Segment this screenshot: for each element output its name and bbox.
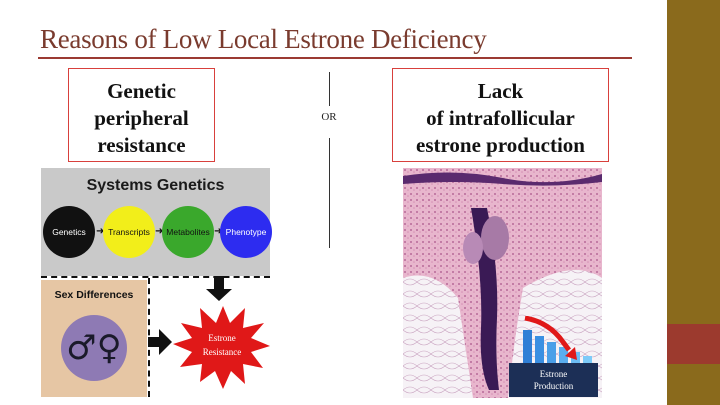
- node-label: Phenotype: [225, 227, 267, 237]
- divider-top: [329, 72, 330, 106]
- arrow-right-icon: ➜: [155, 226, 164, 237]
- estrone-production-box: Lack of intrafollicular estrone producti…: [392, 68, 609, 162]
- declining-bar-chart-icon: [523, 316, 592, 364]
- node-transcripts: Transcripts: [103, 206, 155, 258]
- down-arrow-icon: [206, 276, 232, 301]
- starburst-line-1: Estrone: [208, 333, 236, 343]
- systems-genetics-panel: Systems Genetics Genetics ➜ Transcripts …: [41, 168, 272, 276]
- box-line: peripheral: [94, 106, 189, 130]
- node-label: Metabolites: [166, 227, 210, 237]
- estrone-line-1: Estrone: [539, 369, 568, 379]
- node-label: Transcripts: [108, 227, 150, 237]
- estrone-line-2: Production: [533, 381, 574, 391]
- arrow-right-icon: ➜: [214, 226, 223, 237]
- arrow-right-icon: ➜: [96, 226, 105, 237]
- node-label: Genetics: [52, 227, 86, 237]
- slide-title: Reasons of Low Local Estrone Deficiency: [40, 24, 487, 54]
- male-female-symbol-icon: ♂♀: [61, 315, 127, 381]
- estrone-starburst: [173, 306, 270, 389]
- dashed-divider-horizontal: [41, 276, 270, 278]
- starburst-line-2: Resistance: [203, 347, 242, 357]
- node-metabolites: Metabolites: [162, 206, 214, 258]
- sex-symbols: ♂♀: [66, 328, 122, 368]
- title-rule: [38, 57, 632, 59]
- box-line: resistance: [97, 133, 186, 157]
- node-phenotype: Phenotype: [220, 206, 272, 258]
- or-label: OR: [321, 111, 337, 123]
- side-band-red: [667, 324, 720, 364]
- sex-differences-panel: Sex Differences ♂♀: [41, 280, 147, 397]
- box-line: Lack: [477, 79, 524, 103]
- systems-genetics-figure: Systems Genetics Genetics ➜ Transcripts …: [41, 168, 272, 397]
- systems-genetics-overlay: Estrone Resistance: [148, 276, 270, 389]
- right-arrow-icon: [148, 329, 172, 355]
- sex-differences-title: Sex Differences: [54, 289, 134, 301]
- box-line: of intrafollicular: [426, 106, 575, 130]
- genetic-resistance-box: Genetic peripheral resistance: [68, 68, 215, 162]
- box-line: Genetic: [107, 79, 176, 103]
- divider-bottom: [329, 138, 330, 248]
- box-line: estrone production: [416, 133, 585, 157]
- systems-genetics-title: Systems Genetics: [86, 177, 225, 194]
- node-genetics: Genetics: [43, 206, 95, 258]
- estrone-production-label: Estrone Production: [509, 363, 598, 397]
